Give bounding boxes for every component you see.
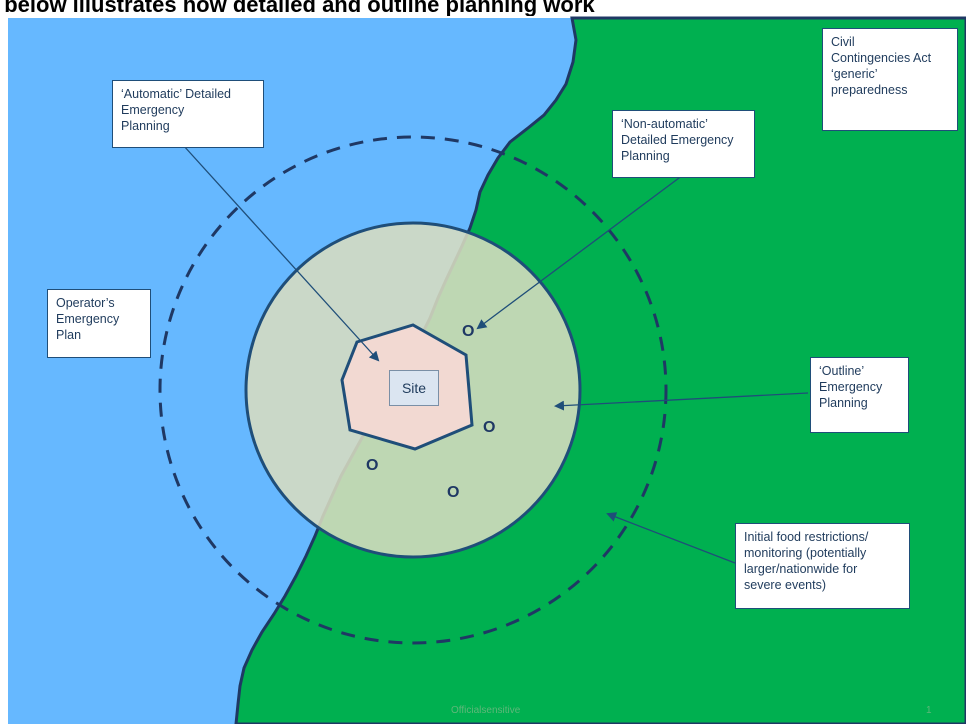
- outline-arrow: [554, 392, 809, 411]
- automatic-arrow: [182, 144, 380, 362]
- civil-contingencies-label: Civil Contingencies Act ‘generic’ prepar…: [822, 28, 958, 131]
- location-marker: O: [483, 419, 495, 436]
- food-arrow: [606, 512, 736, 564]
- automatic-planning-label: ‘Automatic’ Detailed Emergency Planning: [112, 80, 264, 148]
- non-automatic-planning-label: ‘Non-automatic’ Detailed Emergency Plann…: [612, 110, 755, 178]
- operator-plan-label: Operator’s Emergency Plan: [47, 289, 151, 358]
- page-heading: l below illustrates how detailed and out…: [0, 0, 595, 16]
- location-marker: O: [447, 484, 459, 501]
- food-restrictions-label: Initial food restrictions/ monitoring (p…: [735, 523, 910, 609]
- location-marker: O: [366, 457, 378, 474]
- non-automatic-arrow: [476, 174, 684, 330]
- site-label: Site: [389, 370, 439, 406]
- location-marker: O: [462, 323, 474, 340]
- page-number: 1: [926, 705, 932, 716]
- outer-dashed-zone: [158, 135, 668, 645]
- classification-footer: Officialsensitive: [451, 705, 521, 716]
- outline-planning-label: ‘Outline’ Emergency Planning: [810, 357, 909, 433]
